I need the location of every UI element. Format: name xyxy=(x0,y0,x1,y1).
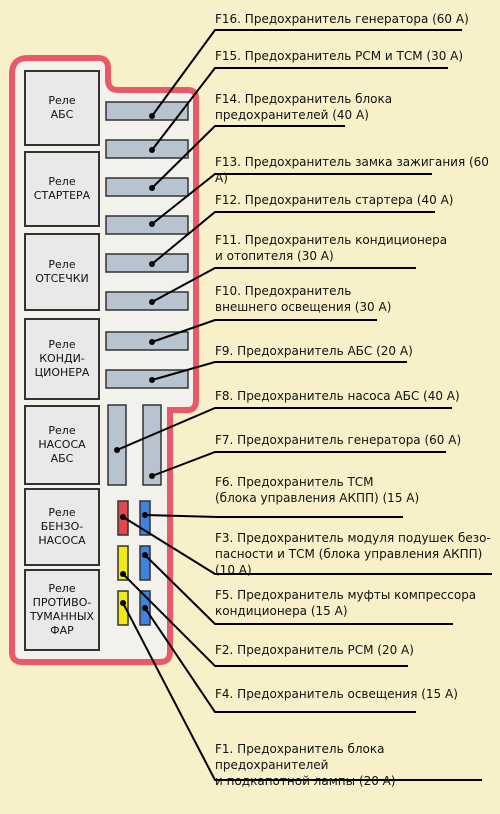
label-f10: F10. Предохранитель внешнего освещения (… xyxy=(215,284,392,314)
label-f9: F9. Предохранитель АБС (20 А) xyxy=(215,344,413,358)
fuse-f16 xyxy=(105,101,189,121)
label-f2: F2. Предохранитель РСМ (20 А) xyxy=(215,643,414,657)
label-f12: F12. Предохранитель стартера (40 А) xyxy=(215,193,454,207)
leader-f15-dot xyxy=(149,147,155,153)
relay-cutoff: Реле ОТСЕЧКИ xyxy=(24,233,100,311)
leader-f13-dot xyxy=(149,221,155,227)
leader-f4-dot xyxy=(142,605,148,611)
leader-f5-dot xyxy=(142,552,148,558)
label-f11: F11. Предохранитель кондиционера и отопи… xyxy=(215,233,448,263)
leader-f16-dot xyxy=(149,113,155,119)
fuse-f7 xyxy=(142,404,162,486)
leader-f10-dot xyxy=(149,339,155,345)
fuse-f14 xyxy=(105,177,189,197)
leader-f3 xyxy=(122,516,492,575)
label-f7: F7. Предохранитель генератора (60 А) xyxy=(215,433,462,447)
relay-fuel-pump: Реле БЕНЗО- НАСОСА xyxy=(24,488,100,566)
fuse-f11 xyxy=(105,291,189,311)
label-f14: F14. Предохранитель блока предохранителе… xyxy=(215,92,393,122)
label-f5: F5. Предохранитель муфты компрессора кон… xyxy=(215,588,477,618)
relay-abs: Реле АБС xyxy=(24,70,100,146)
leader-f13 xyxy=(151,173,432,225)
label-f4: F4. Предохранитель освещения (15 А) xyxy=(215,687,458,701)
fuse-f5 xyxy=(139,545,151,581)
leader-f7-dot xyxy=(149,473,155,479)
fuse-f1 xyxy=(117,590,129,626)
leader-f14 xyxy=(151,125,345,189)
leader-f16 xyxy=(151,29,462,117)
relay-abs-pump: Реле НАСОСА АБС xyxy=(24,405,100,485)
leader-f1 xyxy=(122,602,482,781)
leader-f9-dot xyxy=(149,377,155,383)
leader-f11-dot xyxy=(149,299,155,305)
fuse-f15 xyxy=(105,139,189,159)
leader-f14-dot xyxy=(149,185,155,191)
leader-f12-dot xyxy=(149,261,155,267)
leader-f1-dot xyxy=(120,600,126,606)
label-f6: F6. Предохранитель ТСМ (блока управления… xyxy=(215,475,420,505)
leader-f2 xyxy=(122,573,408,667)
leader-f12 xyxy=(151,211,435,265)
leader-f4 xyxy=(144,607,416,713)
leader-f6 xyxy=(144,514,403,518)
leader-f10 xyxy=(151,319,377,343)
fuse-f13 xyxy=(105,215,189,235)
leader-f11 xyxy=(151,267,416,303)
fuse-f12 xyxy=(105,253,189,273)
leader-f8-dot xyxy=(114,447,120,453)
label-f13: F13. Предохранитель замка зажигания (60 … xyxy=(215,155,489,185)
fuse-f2 xyxy=(117,545,129,581)
relay-fog-lights: Реле ПРОТИВО- ТУМАННЫХ ФАР xyxy=(24,569,100,651)
leader-f8 xyxy=(116,407,452,451)
leader-f9 xyxy=(151,361,407,381)
leader-f15 xyxy=(151,67,448,151)
label-f1: F1. Предохранитель блока предохранителей… xyxy=(215,742,396,788)
leader-f3-dot xyxy=(120,514,126,520)
relay-starter: Реле СТАРТЕРА xyxy=(24,151,100,227)
label-f8: F8. Предохранитель насоса АБС (40 А) xyxy=(215,389,460,403)
leader-f2-dot xyxy=(120,571,126,577)
label-f16: F16. Предохранитель генератора (60 А) xyxy=(215,12,469,26)
leader-f7 xyxy=(151,451,446,477)
label-f15: F15. Предохранитель РСМ и ТСМ (30 А) xyxy=(215,49,464,63)
fuse-f9 xyxy=(105,369,189,389)
leader-f6-dot xyxy=(142,512,148,518)
fuse-f8 xyxy=(107,404,127,486)
relay-ac: Реле КОНДИ- ЦИОНЕРА xyxy=(24,318,100,400)
leader-f5 xyxy=(144,554,453,625)
label-f3: F3. Предохранитель модуля подушек безо- … xyxy=(215,531,491,577)
